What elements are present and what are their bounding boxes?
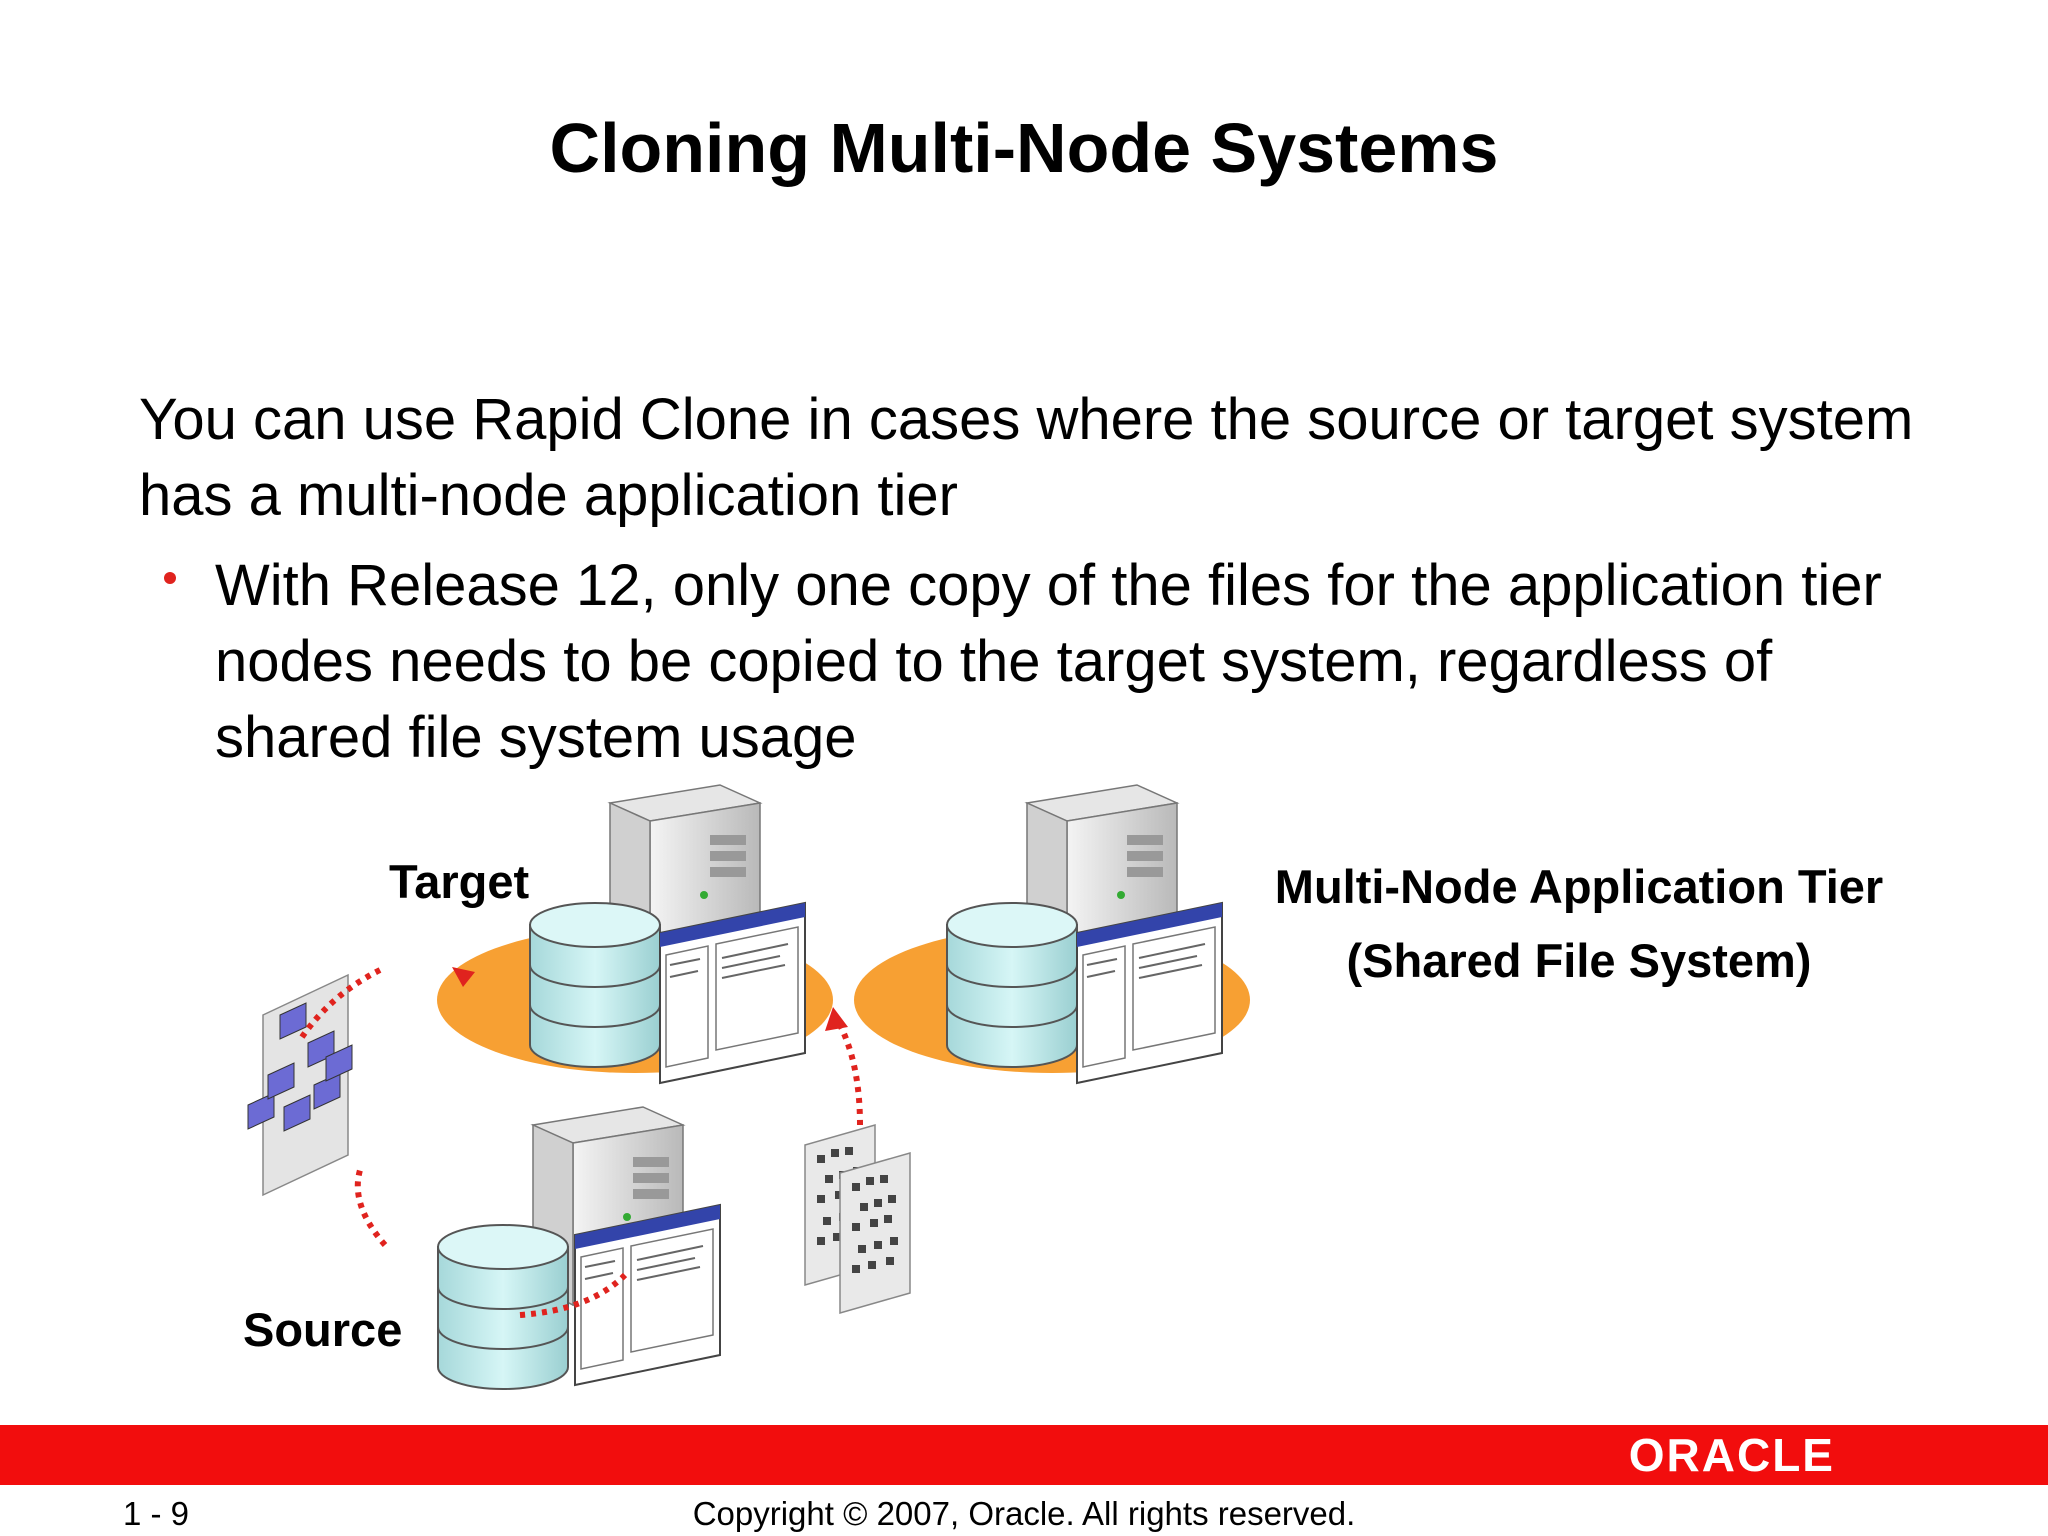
bullet-text: With Release 12, only one copy of the fi… <box>215 553 1882 770</box>
files-document-icon <box>804 1124 911 1314</box>
target-label: Target <box>389 855 530 908</box>
multi-node-label-line2: (Shared File System) <box>1346 934 1812 987</box>
multi-node-server <box>854 784 1250 1084</box>
clone-arrows <box>297 967 863 1318</box>
bullet-icon <box>164 572 176 584</box>
copyright-text: Copyright © 2007, Oracle. All rights res… <box>692 1495 1356 1532</box>
arrow-heads <box>452 967 848 1031</box>
multi-node-label-line1: Multi-Node Application Tier <box>1274 860 1884 913</box>
footer-bar: ORACLE <box>0 1425 2048 1485</box>
cloning-diagram <box>247 784 1250 1390</box>
oracle-logo: ORACLE <box>1628 1429 1835 1481</box>
source-label: Source <box>243 1303 403 1356</box>
intro-paragraph: You can use Rapid Clone in cases where t… <box>139 387 1914 528</box>
slide-title: Cloning Multi-Node Systems <box>549 109 1499 187</box>
source-node <box>437 1106 721 1390</box>
config-document-icon <box>247 973 353 1197</box>
page-number: 1 - 9 <box>123 1495 190 1532</box>
multi-node-label: Multi-Node Application Tier (Shared File… <box>1244 850 1914 998</box>
target-node <box>437 784 833 1084</box>
